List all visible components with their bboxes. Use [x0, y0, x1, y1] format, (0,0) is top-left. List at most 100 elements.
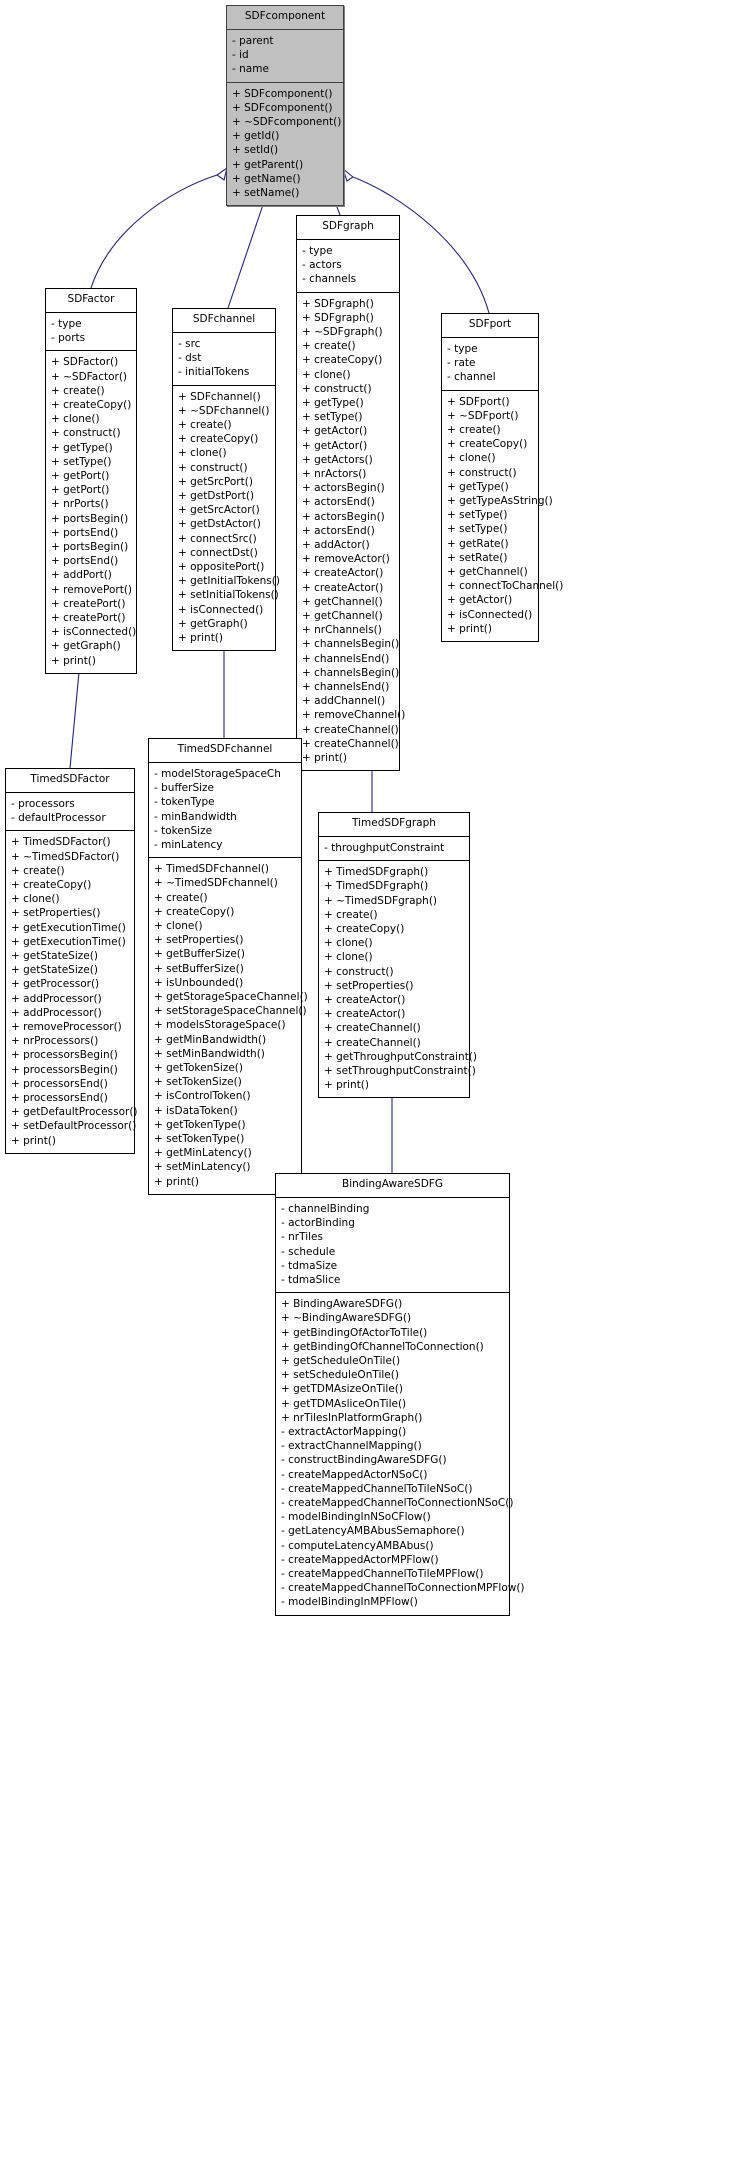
operation-row: + nrChannels()	[302, 624, 382, 637]
operation-row: + createCopy()	[178, 433, 259, 446]
class-name-sdfactor: SDFactor	[46, 289, 136, 313]
operation-row: + SDFgraph()	[302, 297, 374, 310]
arrowhead-sdfport	[341, 167, 354, 182]
operation-row: - createMappedChannelToConnectionMPFlow(…	[281, 1582, 525, 1595]
class-operations-sdfgraph: + SDFgraph()+ SDFgraph()+ ~SDFgraph()+ c…	[297, 293, 405, 771]
operation-row: + clone()	[11, 893, 60, 906]
operation-row: + getExecutionTime()	[11, 935, 126, 948]
operation-row: + createChannel()	[324, 1022, 421, 1035]
operation-row: + getName()	[232, 172, 301, 185]
operation-row: + getStateSize()	[11, 964, 98, 977]
operation-row: + ~TimedSDFactor()	[11, 850, 120, 863]
operation-row: + createChannel()	[302, 723, 399, 736]
attribute-row: - channelBinding	[281, 1202, 370, 1215]
attribute-row: - tokenSize	[154, 824, 213, 837]
edge-sdfactor-to-sdfcomponent	[90, 174, 218, 289]
operation-row: + getTDMAsizeOnTile()	[281, 1383, 403, 1396]
operation-row: + setThroughputConstraint()	[324, 1065, 476, 1077]
class-name-sdfgraph: SDFgraph	[297, 216, 399, 240]
uml-class-sdfchannel[interactable]: SDFchannel- src- dst- initialTokens+ SDF…	[172, 308, 280, 652]
operation-row: + SDFgraph()	[302, 311, 374, 324]
attribute-row: - bufferSize	[154, 782, 215, 795]
class-attributes-sdfcomponent: - parent- id- name	[227, 30, 343, 83]
operation-row: + create()	[447, 423, 501, 436]
class-name-bindingawaresdfg: BindingAwareSDFG	[276, 1174, 509, 1198]
operation-row: + setType()	[51, 455, 112, 468]
operation-row: + TimedSDFgraph()	[324, 880, 429, 893]
class-name-sdfcomponent: SDFcomponent	[227, 6, 343, 30]
attribute-row: - processors	[11, 797, 75, 810]
uml-class-timedsdfchannel[interactable]: TimedSDFchannel- modelStorageSpaceCh- bu…	[148, 738, 308, 1195]
attribute-row: - type	[51, 317, 82, 330]
operation-row: + addPort()	[51, 569, 112, 582]
operation-row: + getPort()	[51, 484, 110, 497]
operation-row: + createActor()	[324, 1008, 406, 1021]
uml-class-sdfcomponent[interactable]: SDFcomponent- parent- id- name+ SDFcompo…	[226, 5, 344, 207]
attribute-row: - tdmaSlice	[281, 1273, 341, 1286]
uml-class-sdfgraph[interactable]: SDFgraph - type - actors- channels + SDFgra…	[296, 215, 405, 772]
operation-row: + channelsEnd()	[302, 652, 390, 665]
operation-row: - modelBindingInMPFlow()	[281, 1596, 418, 1609]
operation-row: + getType()	[51, 441, 113, 454]
operation-row: + getChannel()	[302, 610, 383, 623]
operation-row: + setDefaultProcessor()	[11, 1120, 137, 1133]
uml-class-timedsdfgraph[interactable]: TimedSDFgraph- throughputConstraint+ Tim…	[318, 812, 477, 1099]
operation-row: + ~SDFactor()	[51, 370, 128, 383]
uml-class-sdfactor[interactable]: SDFactor - type - ports + SDFactor()+ ~SDFa…	[45, 288, 137, 674]
operation-row: + channelsBegin()	[302, 638, 400, 651]
attribute-row: - type	[302, 244, 333, 257]
operation-row: + getBufferSize()	[154, 948, 245, 961]
operation-row: + getSrcPort()	[178, 475, 253, 488]
uml-class-sdfport[interactable]: SDFport- type- rate- channel+ SDFport()+…	[441, 313, 563, 643]
operation-row: + nrActors()	[302, 468, 367, 480]
operation-row: + getScheduleOnTile()	[281, 1354, 401, 1367]
class-attributes-bindingawaresdfg: - channelBinding- actorBinding- nrTiles-…	[276, 1198, 509, 1294]
operation-row: + create()	[178, 418, 232, 431]
class-operations-timedsdfchannel: + TimedSDFchannel()+ ~TimedSDFchannel()+…	[149, 858, 308, 1194]
uml-class-timedsdfactor[interactable]: TimedSDFactor- processors- defaultProces…	[5, 768, 138, 1154]
attribute-row: - actors	[302, 259, 342, 272]
operation-row: + SDFchannel()	[178, 390, 261, 403]
operation-row: + createChannel()	[324, 1036, 421, 1049]
operation-row: + nrPorts()	[51, 498, 109, 511]
attribute-row: - ports	[51, 332, 86, 345]
operation-row: - extractActorMapping()	[281, 1426, 407, 1438]
operation-row: + ~TimedSDFgraph()	[324, 894, 438, 907]
operation-row: - getLatencyAMBAbusSemaphore()	[281, 1525, 465, 1538]
operation-row: + create()	[324, 908, 378, 921]
operation-row: + removePort()	[51, 583, 133, 596]
operation-row: + SDFactor()	[51, 356, 119, 369]
operation-row: + channelsBegin()	[302, 666, 400, 679]
class-attributes-sdfport: - type- rate- channel	[442, 338, 538, 391]
operation-row: - createMappedActorMPFlow()	[281, 1553, 439, 1566]
class-attributes-timedsdfgraph: - throughputConstraint	[319, 837, 469, 862]
operation-row: - modelBindingInNSoCFlow()	[281, 1511, 431, 1524]
operation-row: + print()	[178, 632, 223, 645]
operation-row: + processorsBegin()	[11, 1049, 118, 1062]
operation-row: + getBindingOfChannelToConnection()	[281, 1340, 484, 1353]
edge-sdfchannel-to-sdfcomponent	[227, 189, 269, 309]
operation-row: + portsBegin()	[51, 541, 129, 553]
operation-row: + setProperties()	[11, 907, 101, 920]
operation-row: + channelsEnd()	[302, 681, 390, 694]
operation-row: + setBufferSize()	[154, 962, 244, 975]
operation-row: + setTokenType()	[154, 1133, 245, 1146]
attribute-row: - minLatency	[154, 838, 223, 851]
operation-row: + getGraph()	[51, 640, 121, 653]
operation-row: + getMinBandwidth()	[154, 1033, 267, 1046]
operation-row: + createCopy()	[11, 878, 92, 891]
attribute-row: - channels	[302, 273, 357, 286]
operation-row: + ~TimedSDFchannel()	[154, 877, 278, 890]
operation-row: - createMappedChannelToConnectionNSoC()	[281, 1497, 514, 1510]
operation-row: - computeLatencyAMBAbus()	[281, 1539, 434, 1552]
attribute-row: - throughputConstraint	[324, 841, 445, 854]
operation-row: + connectDst()	[178, 546, 258, 559]
uml-class-bindingawaresdfg[interactable]: BindingAwareSDFG- channelBinding- actorB…	[275, 1173, 525, 1616]
operation-row: + setRate()	[447, 551, 508, 564]
operation-row: + getSrcActor()	[178, 504, 260, 517]
class-operations-timedsdfgraph: + TimedSDFgraph()+ TimedSDFgraph()+ ~Tim…	[319, 861, 477, 1097]
operation-row: + actorsEnd()	[302, 496, 375, 509]
class-attributes-sdfgraph: - type - actors- channels	[297, 240, 399, 293]
operation-row: + create()	[11, 864, 65, 877]
